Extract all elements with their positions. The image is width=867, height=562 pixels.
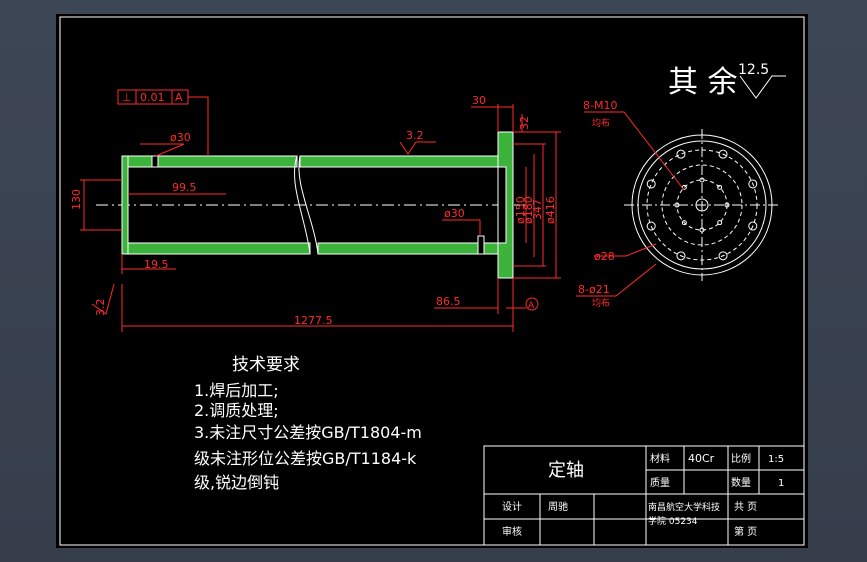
bolt-hole xyxy=(676,251,686,261)
qty-label: 数量 xyxy=(731,476,751,489)
side-view xyxy=(624,129,780,281)
inner-hole xyxy=(717,220,723,226)
roughness-others-text: 其 余 xyxy=(668,65,738,100)
tech-line-1: 1.焊后加工; xyxy=(194,381,279,400)
weight-label: 质量 xyxy=(650,477,670,489)
label-d28: ø28 xyxy=(594,250,615,263)
inner-hole xyxy=(681,220,687,226)
cad-drawing: ⊥ 0.01 A ø30 99.5 130 19.5 1277.5 86.5 3… xyxy=(59,16,805,546)
hole-bottom xyxy=(477,235,485,255)
main-view xyxy=(96,131,526,279)
checker-label: 审核 xyxy=(502,525,522,538)
gdt-symbol: ⊥ xyxy=(122,91,132,104)
org-line-2: 学院 05234 xyxy=(648,515,698,527)
bolt-hole xyxy=(718,251,728,261)
title-block xyxy=(483,445,805,546)
gdt-datum: A xyxy=(175,91,183,104)
flange-inner xyxy=(497,166,507,244)
dim-flange-thk: 32 xyxy=(518,116,531,130)
label-holes-top-sub: 均布 xyxy=(592,117,610,129)
dim-hole-bottom: ø30 xyxy=(444,207,465,220)
label-holes-top: 8-M10 xyxy=(583,99,617,112)
tech-line-5: 级,锐边倒钝 xyxy=(194,473,279,492)
sheets-total-label: 共 页 xyxy=(734,501,757,513)
roughness-2: 3.2 xyxy=(94,299,107,317)
dim-d3: 347 xyxy=(531,199,544,220)
dim-total-length: 1277.5 xyxy=(294,314,333,327)
designer-value: 周驰 xyxy=(548,500,568,513)
tech-line-4: 级未注形位公差按GB/T1184-k xyxy=(194,449,417,468)
tube-left-end xyxy=(121,155,129,255)
tech-line-3: 3.未注尺寸公差按GB/T1804-m xyxy=(194,423,422,442)
roughness-symbol xyxy=(739,75,786,99)
org-line-1: 南昌航空大学科技 xyxy=(648,501,720,513)
label-holes-bottom-sub: 均布 xyxy=(592,297,610,309)
inner-hole xyxy=(724,202,730,208)
dim-depth: 99.5 xyxy=(172,181,197,194)
break-line-2 xyxy=(298,155,319,255)
qty-value: 1 xyxy=(778,478,784,489)
tube-wall-top-left xyxy=(121,155,298,168)
material-value: 40Cr xyxy=(688,452,715,465)
bolt-hole xyxy=(646,179,656,189)
side-view-leaders xyxy=(576,111,685,297)
datum-a-circle xyxy=(525,297,539,311)
bolt-holes xyxy=(646,149,758,261)
side-view-texts: 8-M10 均布 ø28 8-ø21 均布 xyxy=(578,99,617,309)
title-block-texts: 定轴 材料 40Cr 比例 1:5 质量 数量 1 设计 周驰 审核 南昌航空大… xyxy=(502,452,784,538)
sheet-border xyxy=(59,16,805,546)
roughness-1: 3.2 xyxy=(406,129,424,142)
dim-d2: ø180 xyxy=(522,196,535,224)
bolt-hole xyxy=(748,221,758,231)
dim-flange-width: 30 xyxy=(472,94,486,107)
sheet-no-label: 第 页 xyxy=(734,525,757,538)
datum-a-label: A xyxy=(528,301,535,311)
break-line-1 xyxy=(294,155,311,255)
inner-hole xyxy=(674,202,680,208)
dim-d1: ø150 xyxy=(514,196,527,224)
tech-line-2: 2.调质处理; xyxy=(194,401,279,420)
bolt-hole xyxy=(646,221,656,231)
tube-wall-bottom-left xyxy=(121,242,311,255)
dim-d4: ø416 xyxy=(544,196,557,224)
hole-top xyxy=(151,155,159,168)
label-holes-bottom: 8-ø21 xyxy=(578,283,610,296)
bolt-hole xyxy=(718,149,728,159)
tube-wall-top-right xyxy=(299,155,499,168)
tech-requirements: 技术要求 1.焊后加工; 2.调质处理; 3.未注尺寸公差按GB/T1804-m… xyxy=(194,355,422,492)
material-label: 材料 xyxy=(650,452,670,465)
inner-hole xyxy=(717,184,723,190)
roughness-value: 12.5 xyxy=(738,62,769,78)
dimensions xyxy=(80,89,561,332)
dim-flange-offset: 86.5 xyxy=(436,295,461,308)
dim-height: 130 xyxy=(70,189,83,210)
scale-label: 比例 xyxy=(731,452,751,465)
dim-hole-top: ø30 xyxy=(170,131,191,144)
scale-value: 1:5 xyxy=(768,454,784,465)
bolt-hole xyxy=(748,179,758,189)
dimension-texts: ⊥ 0.01 A ø30 99.5 130 19.5 1277.5 86.5 3… xyxy=(70,91,557,327)
designer-label: 设计 xyxy=(502,500,522,513)
gdt-tolerance: 0.01 xyxy=(140,91,165,104)
tube-wall-bottom-right xyxy=(317,242,499,255)
tech-title: 技术要求 xyxy=(232,355,300,375)
part-name: 定轴 xyxy=(548,460,584,481)
inner-hole xyxy=(699,177,705,183)
dim-offset: 19.5 xyxy=(144,258,169,271)
drawing-sheet: ⊥ 0.01 A ø30 99.5 130 19.5 1277.5 86.5 3… xyxy=(56,14,808,548)
bolt-hole xyxy=(676,149,686,159)
inner-hole xyxy=(699,227,705,233)
general-roughness: 其 余 12.5 xyxy=(668,62,786,100)
